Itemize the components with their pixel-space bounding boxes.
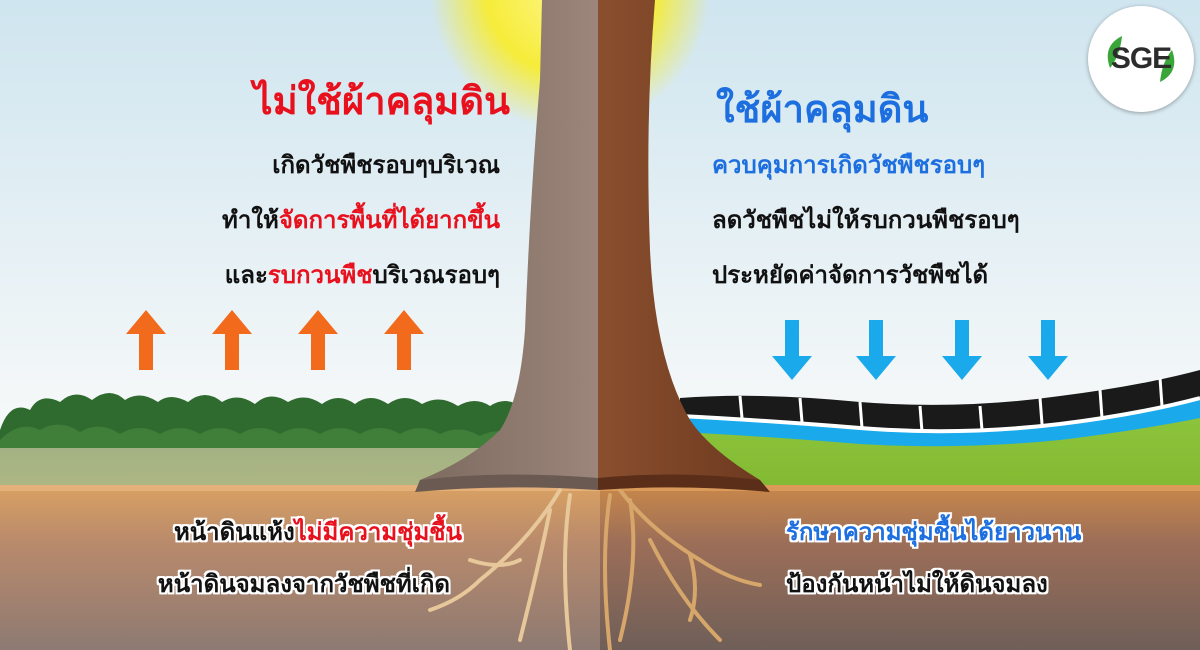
leaf-icon [1107,36,1175,82]
mulch-film [679,370,1200,434]
left-line-3: และรบกวนพืชบริเวณรอบๆ [225,255,500,294]
arrow-down-icon [1028,320,1068,380]
arrow-up-icon [298,310,338,370]
line-text: ประหยัดค่าจัดการวัชพืชได้ [712,261,989,289]
highlight-text: จัดการพื้นที่ได้ยากขึ้น [278,206,500,234]
left-line-1: เกิดวัชพืชรอบๆบริเวณ [272,145,500,184]
line-text: และ [224,261,268,289]
line-text: บริเวณรอบๆ [372,261,501,289]
arrow-down-icon [772,320,812,380]
left-ground-caption-2: หน้าดินจมลงจากวัชพืชที่เกิด [158,564,450,603]
arrow-down-icon [856,320,896,380]
left-weeds [0,393,520,448]
right-ground-caption-2: ป้องกันหน้าไม่ให้ดินจมลง [786,564,1048,603]
arrow-up-icon [212,310,252,370]
line-text: หน้าดินจมลงจากวัชพืชที่เกิด [157,570,450,598]
left-line-2: ทำให้จัดการพื้นที่ได้ยากขึ้น [222,200,500,239]
highlight-text: ไม่มีความชุ่มชื้น [294,518,462,546]
arrow-up-icon [126,310,166,370]
line-text: หน้าดินแห้ง [173,518,295,546]
logo-text: SGE [1110,42,1172,75]
arrow-up-icon [384,310,424,370]
right-ground-caption-1: รักษาความชุ่มชื้นได้ยาวนาน [786,512,1081,551]
left-ground-caption-1: หน้าดินแห้งไม่มีความชุ่มชื้น [174,512,462,551]
right-line-1: ควบคุมการเกิดวัชพืชรอบๆ [712,145,985,184]
right-heading: ใช้ผ้าคลุมดิน [716,87,929,131]
sge-logo: SGE [1088,6,1194,112]
moisture-layer [680,395,1200,447]
tree-roots [428,488,762,650]
arrow-down-icon [942,320,982,380]
highlight-text: รักษาความชุ่มชื้นได้ยาวนาน [786,518,1082,546]
line-text: ป้องกันหน้าไม่ให้ดินจมลง [786,570,1048,598]
highlight-text: ควบคุมการเกิดวัชพืชรอบๆ [712,151,986,179]
highlight-text: รบกวนพืช [267,261,373,289]
right-line-2: ลดวัชพืชไม่ให้รบกวนพืชรอบๆ [712,200,1020,239]
line-text: เกิดวัชพืชรอบๆบริเวณ [272,151,500,179]
left-heading: ไม่ใช้ผ้าคลุมดิน [253,79,510,123]
line-text: ลดวัชพืชไม่ให้รบกวนพืชรอบๆ [712,206,1020,234]
right-line-3: ประหยัดค่าจัดการวัชพืชได้ [712,255,988,294]
right-soil [600,485,1200,650]
left-soil [0,485,600,650]
tree-trunk [415,0,770,492]
line-text: ทำให้ [222,206,279,234]
